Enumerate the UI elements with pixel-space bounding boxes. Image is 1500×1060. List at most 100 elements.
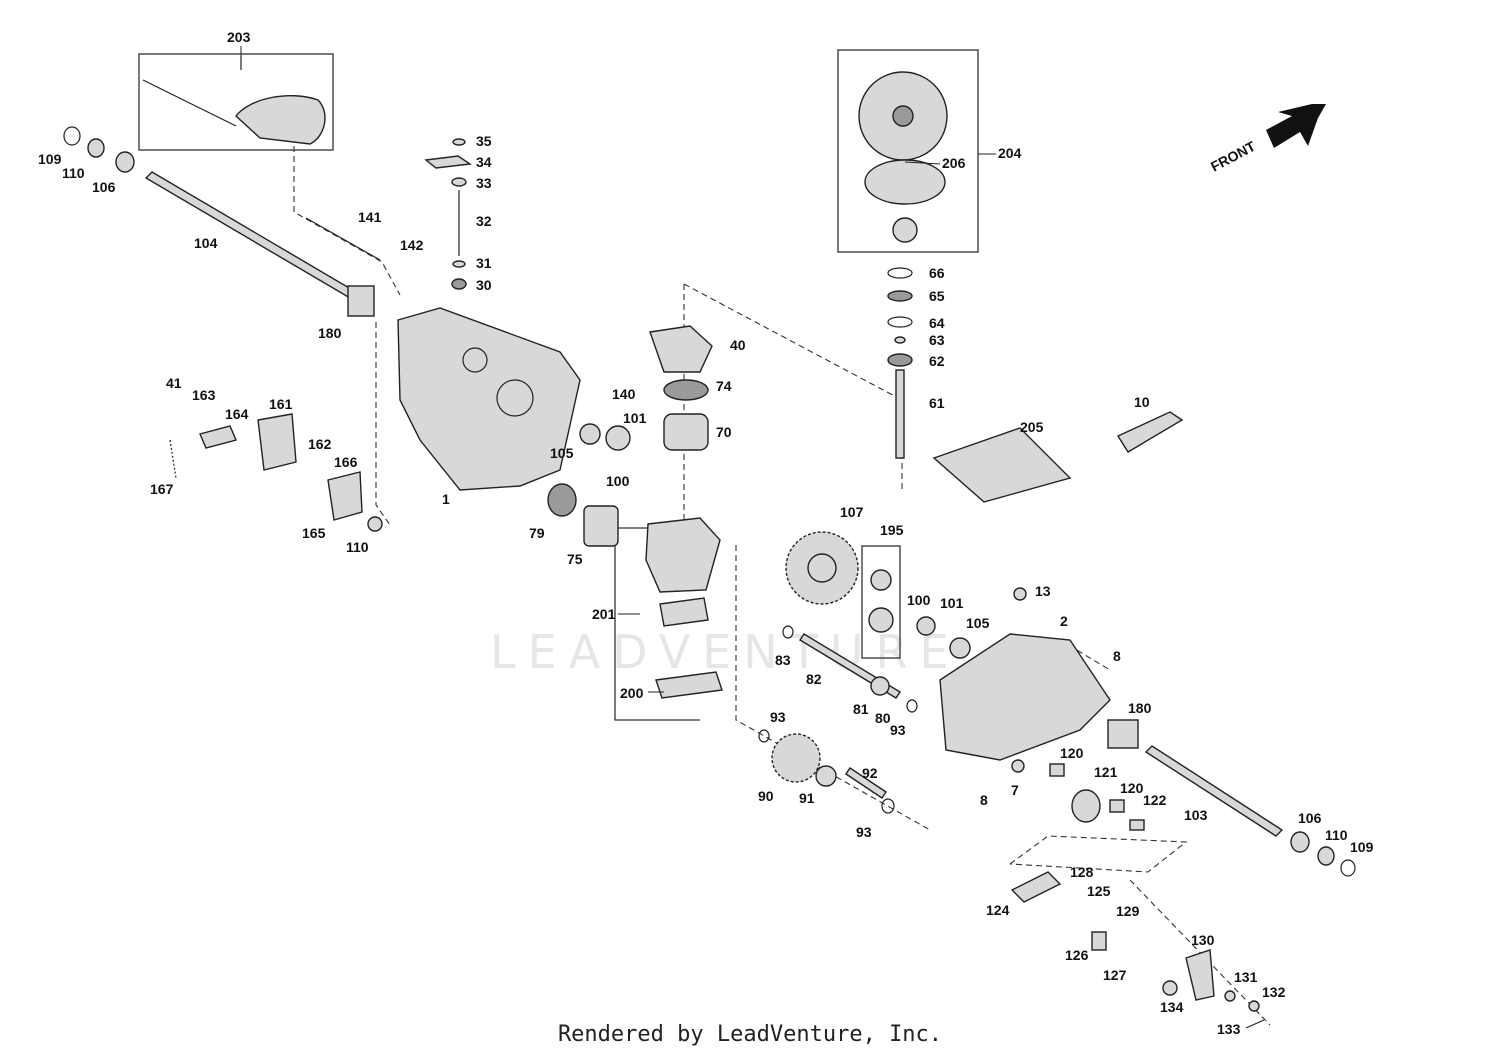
callout: 75 [567,551,583,567]
callout: 127 [1103,967,1127,983]
ring-109b [1340,859,1356,877]
front-arrow-icon: FRONT [1208,104,1326,175]
callout: 100 [606,473,630,489]
fan-206 [858,71,948,161]
callout: 33 [476,175,492,191]
callout: 13 [1035,583,1051,599]
spring-167 [169,439,177,479]
axle-103 [1144,745,1284,837]
rod-part [142,79,237,127]
gear-91 [815,765,837,787]
kit-box-204 [837,49,979,253]
bracket-180 [347,285,375,317]
callout: 100 [907,592,931,608]
seal-30 [451,278,467,290]
callout: 8 [1113,648,1121,664]
callout: 10 [1134,394,1150,410]
callout: 61 [929,395,945,411]
dash-line [1129,879,1271,1026]
callout: 126 [1065,947,1089,963]
block-70 [663,413,709,451]
axle-104 [144,171,358,299]
washer-83 [782,625,794,639]
callout: 140 [612,386,636,402]
cover-part [235,94,326,145]
callout: 74 [716,378,732,394]
block-75 [583,505,619,547]
ring-33 [451,177,467,187]
seal-79 [547,483,577,517]
callout: 8 [980,792,988,808]
dash-line [735,545,931,831]
callout: 91 [799,790,815,806]
seal-7 [1011,759,1025,773]
plate-130 [1185,949,1215,1001]
ring-66 [887,267,913,279]
bushing-126 [1091,931,1107,951]
bushing-106b [1290,831,1310,853]
callout: 105 [550,445,574,461]
spring-134 [1162,980,1178,996]
pin-133 [1245,1019,1265,1029]
washer-35 [452,138,466,146]
callout: 128 [1070,864,1094,880]
dash-line [375,322,391,526]
callout: 106 [1298,810,1322,826]
callout: 166 [334,454,358,470]
callout: 110 [1325,827,1348,843]
callout: 101 [940,595,964,611]
callout: 180 [318,325,342,341]
callout: 79 [529,525,545,541]
callout: 65 [929,288,945,304]
callout: 101 [623,410,647,426]
callout: 134 [1160,999,1184,1015]
callout: 105 [966,615,990,631]
plate-165 [327,471,363,521]
callout: 200 [620,685,644,701]
callout: 125 [1087,883,1111,899]
gear-101b [916,616,936,636]
plate-161 [257,413,297,471]
footer-credit: Rendered by LeadVenture, Inc. [557,1022,943,1047]
callout: 180 [1128,700,1152,716]
plug-13 [1013,587,1027,601]
callout: 104 [194,235,218,251]
watermark-text: LEADVENTURE [490,625,961,679]
dash-line [293,146,401,296]
callout: 130 [1191,932,1215,948]
callout: 32 [476,213,492,229]
callout: 109 [38,151,62,167]
gear-195a [870,569,892,591]
washer-93c [881,798,895,814]
housing-bore [462,347,488,373]
callout: 124 [986,902,1010,918]
callout: 131 [1234,969,1258,985]
housing-bore [496,379,534,417]
callout: 129 [1116,903,1140,919]
bearing-74 [663,379,709,401]
housing-2 [939,633,1111,761]
washer-64 [887,316,913,328]
callout: 122 [1143,792,1167,808]
callout: 205 [1020,419,1044,435]
callout: 40 [730,337,746,353]
housing-1 [397,307,581,491]
callout: 133 [1217,1021,1241,1037]
lever-164 [199,425,237,449]
callout: 120 [1120,780,1144,796]
pulley-part [864,159,946,205]
disc-121 [1071,789,1101,823]
callout: 103 [1184,807,1208,823]
ring-109 [63,126,81,146]
callout: 83 [775,652,791,668]
callout: 1 [442,491,450,507]
ring-63 [894,336,906,344]
callout: 93 [856,824,872,840]
callout: 7 [1011,782,1019,798]
callout: 80 [875,710,891,726]
plate-201 [659,597,709,627]
callout: 81 [853,701,869,717]
callout: 93 [770,709,786,725]
ring-31 [452,260,466,268]
callout: 201 [592,606,616,622]
